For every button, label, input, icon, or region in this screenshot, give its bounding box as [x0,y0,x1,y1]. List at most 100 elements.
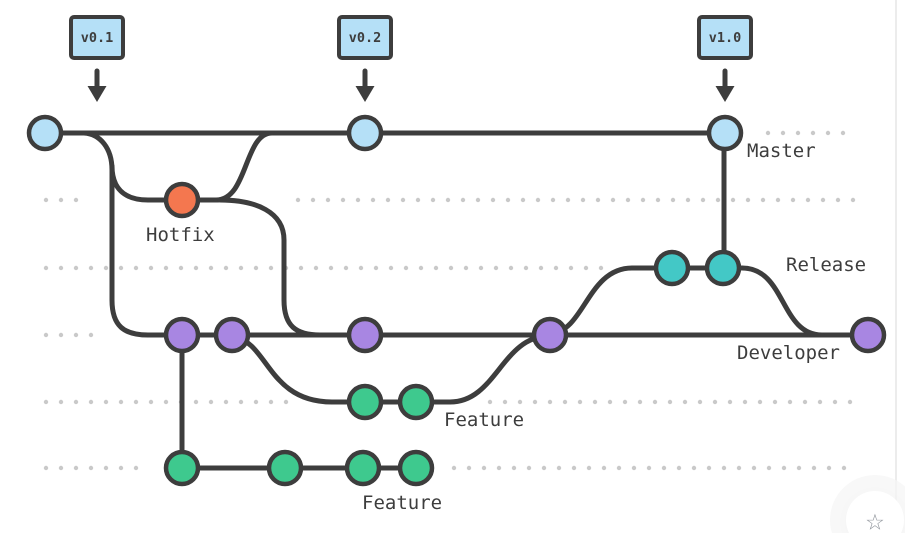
lane-dot-master [825,130,831,136]
lane-dot-feature-a [133,399,139,405]
commit-node-release [704,249,742,287]
lane-dot-feature-b [811,465,817,471]
lane-dot-feature-b [451,465,457,471]
lane-dot-release [448,265,454,271]
lane-dot-develop [58,332,64,338]
lane-dot-feature-a [73,399,79,405]
star-icon: ☆ [865,501,885,533]
lane-dot-release [463,265,469,271]
favorite-star-button[interactable]: ☆ [846,491,904,533]
lane-dot-hotfix [685,197,691,203]
lane-dot-release [268,265,274,271]
lane-dot-feature-a [58,399,64,405]
lane-dot-feature-b [511,465,517,471]
lane-dot-feature-a [652,399,658,405]
edge-feature-a-merge [447,333,551,405]
lane-dot-feature-b [58,465,64,471]
commit-node-feature [344,449,382,487]
lane-dot-feature-a [727,399,733,405]
lane-dot-release [538,265,544,271]
lane-dot-release [223,265,229,271]
version-tag [69,15,125,60]
lane-dot-release [583,265,589,271]
lane-dot-feature-a [592,399,598,405]
lane-dot-release [568,265,574,271]
lane-dot-feature-b [751,465,757,471]
lane-dot-release [553,265,559,271]
down-arrow-icon [715,86,735,102]
lane-dot-hotfix [445,197,451,203]
lane-dot-hotfix [745,197,751,203]
lane-dot-feature-b [616,465,622,471]
lane-dot-feature-a [253,399,259,405]
lane-dot-release [133,265,139,271]
lane-dot-release [523,265,529,271]
lane-dot-feature-a [697,399,703,405]
lane-dot-feature-b [661,465,667,471]
lane-dot-feature-b [556,465,562,471]
lane-dot-hotfix [655,197,661,203]
lane-dot-feature-b [73,465,79,471]
lane-dot-feature-a [103,399,109,405]
lane-dot-hotfix [715,197,721,203]
lane-dot-hotfix [670,197,676,203]
lane-dot-feature-b [691,465,697,471]
version-tag-label: v1.0 [709,30,742,46]
lane-dot-feature-a [238,399,244,405]
lane-dot-develop [73,332,79,338]
commit-node-feature [266,449,304,487]
lane-dot-release [433,265,439,271]
lane-dot-master [780,130,786,136]
down-arrow-icon [355,86,375,102]
lane-dot-feature-b [781,465,787,471]
lane-dot-develop [43,332,49,338]
lane-dot-feature-a [223,399,229,405]
branch-label-hotfix-1: Hotfix [146,224,215,246]
commit-node-master [26,114,64,152]
lane-dot-feature-a [148,399,154,405]
lane-dot-feature-a [757,399,763,405]
lane-dot-hotfix [58,197,64,203]
lane-dot-feature-a [562,399,568,405]
lane-dot-hotfix [730,197,736,203]
lane-dot-hotfix [460,197,466,203]
lane-dot-feature-a [283,399,289,405]
lane-dot-feature-a [832,399,838,405]
lane-dot-release [358,265,364,271]
lane-dot-feature-a [637,399,643,405]
lane-dot-hotfix [370,197,376,203]
lane-dot-release [73,265,79,271]
lane-dot-release [118,265,124,271]
lane-dot-feature-b [586,465,592,471]
lane-dot-master [840,130,846,136]
lane-dot-release [238,265,244,271]
lane-dot-feature-b [103,465,109,471]
commit-node-feature [163,449,201,487]
lane-dot-feature-a [682,399,688,405]
lane-dot-hotfix [385,197,391,203]
lane-dot-hotfix [310,197,316,203]
lane-dot-release [373,265,379,271]
lane-dot-feature-b [736,465,742,471]
lane-dot-hotfix [610,197,616,203]
lane-dot-hotfix [565,197,571,203]
lane-dot-hotfix [550,197,556,203]
version-tag-label: v0.2 [349,30,382,46]
lane-dot-hotfix [415,197,421,203]
lane-dot-feature-a [787,399,793,405]
lane-dot-release [508,265,514,271]
lane-dot-hotfix [505,197,511,203]
commit-node-feature [397,449,435,487]
lane-dot-feature-a [118,399,124,405]
lane-dot-release [313,265,319,271]
commit-node-develop [213,316,251,354]
lane-dot-hotfix [340,197,346,203]
lane-dot-feature-a [43,399,49,405]
lane-dot-release [478,265,484,271]
lane-dot-hotfix [73,197,79,203]
edge-develop-branch [81,130,185,338]
commit-node-feature [397,383,435,421]
down-arrow-icon [87,86,107,102]
lane-dot-feature-b [826,465,832,471]
